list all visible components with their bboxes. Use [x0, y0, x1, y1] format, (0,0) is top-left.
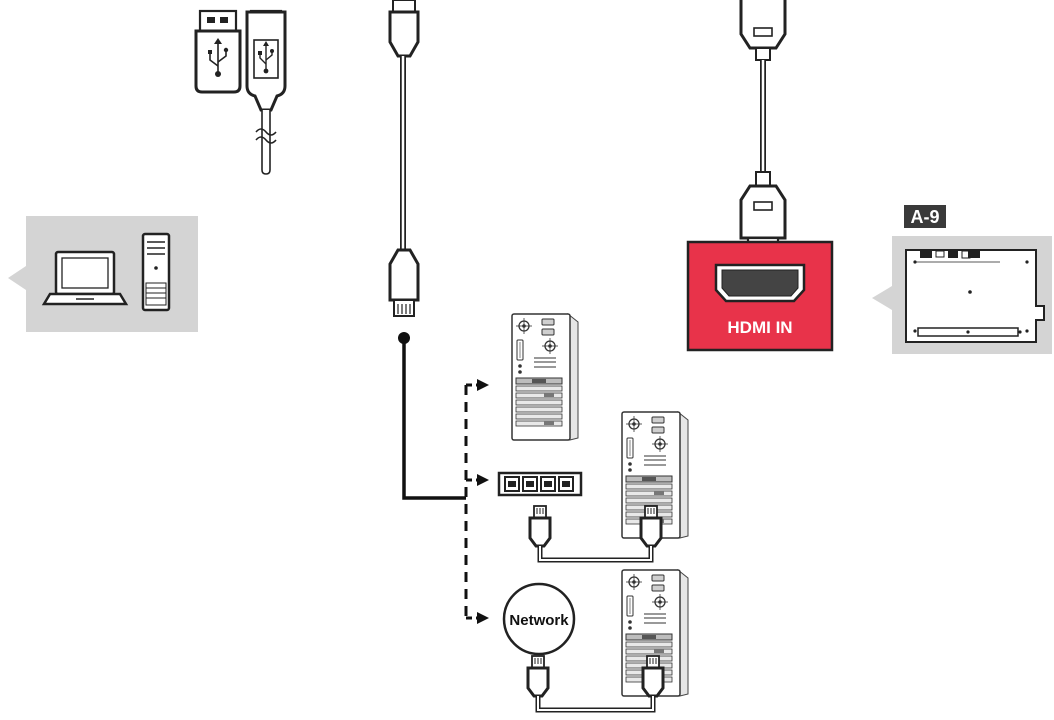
- usb-flash-drive-icon: [194, 9, 242, 94]
- hdmi-in-label: HDMI IN: [727, 318, 792, 337]
- hdmi-cable-connector-icon: [739, 0, 787, 254]
- section-tag: A-9: [904, 205, 946, 228]
- section-tag-label: A-9: [910, 207, 939, 227]
- pc-source-panel: [8, 216, 198, 332]
- switch-lan-cable: [528, 504, 663, 563]
- lan-cable-connector-icon: [388, 0, 420, 317]
- branch-arrows: [477, 379, 489, 624]
- desktop-tower-icon: [141, 232, 171, 312]
- board-panel: [872, 236, 1052, 354]
- usb-cable-connector-icon: [245, 9, 287, 175]
- lan-connection-line: [398, 332, 466, 500]
- dashed-branch-lines: [464, 383, 478, 620]
- network-node: Network: [502, 582, 576, 656]
- circuit-board-icon: [905, 249, 1045, 343]
- hdmi-port-icon: [714, 263, 806, 303]
- computer-tower-icon: [511, 313, 579, 441]
- laptop-icon: [41, 250, 129, 306]
- hdmi-in-panel: HDMI IN: [686, 240, 834, 352]
- network-label: Network: [509, 612, 569, 629]
- network-switch-icon: [497, 471, 583, 497]
- network-lan-cable: [526, 654, 665, 713]
